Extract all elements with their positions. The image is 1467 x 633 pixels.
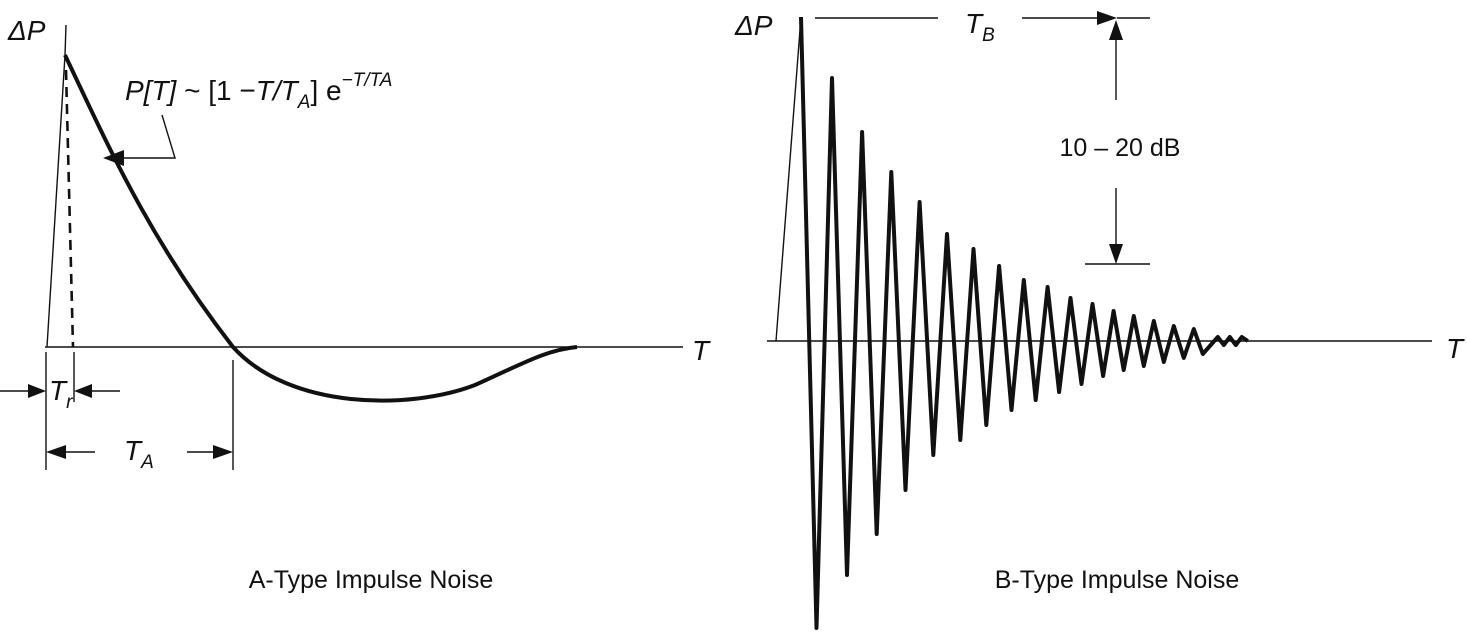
panel-b-caption: B-Type Impulse Noise — [995, 566, 1240, 594]
panel-a-x-axis-label: T — [692, 335, 711, 366]
panel-a-tr-label: Tr — [49, 375, 73, 413]
panel-b-db-arrow-up — [1109, 20, 1123, 40]
panel-a-ta-arrow-right — [213, 445, 233, 459]
panel-a-ta-label: TA — [124, 435, 154, 473]
panel-b-db-label: 10 – 20 dB — [1060, 134, 1181, 162]
panel-b-waveform — [799, 16, 1249, 630]
panel-a-formula-leader — [120, 114, 176, 159]
panel-b-tb-arrow-right — [1097, 11, 1117, 25]
panel-a-rise-line — [46, 54, 66, 348]
panel-a-waveform — [63, 54, 578, 403]
panel-a-peak-tick — [64, 24, 67, 56]
panel-b-rise-line — [775, 16, 802, 342]
panel-a-tr-arrow-right — [74, 384, 92, 398]
panel-a-y-axis-label: ΔP — [7, 15, 46, 46]
panel-a-dashed-fall — [64, 69, 75, 348]
panel-b-tb-label: TB — [965, 8, 995, 46]
panel-a-formula-arrowhead — [103, 150, 124, 166]
panel-b-y-axis-label: ΔP — [734, 10, 773, 41]
panel-b-x-axis-label: T — [1446, 333, 1465, 364]
panel-a-caption: A-Type Impulse Noise — [249, 566, 494, 594]
panel-b: T ΔP TB 10 – 20 dB B-Type Impulse Noise — [734, 8, 1465, 630]
panel-a-formula: P[T] ~ [1 −T/TA] e−T/TA — [125, 70, 392, 113]
panel-b-db-arrow-down — [1109, 244, 1123, 264]
panel-a: T ΔP P[T] ~ [1 −T/TA] e−T/TA Tr — [0, 15, 711, 594]
panel-a-ta-arrow-left — [46, 445, 66, 459]
panel-a-tr-arrow-left — [28, 384, 46, 398]
